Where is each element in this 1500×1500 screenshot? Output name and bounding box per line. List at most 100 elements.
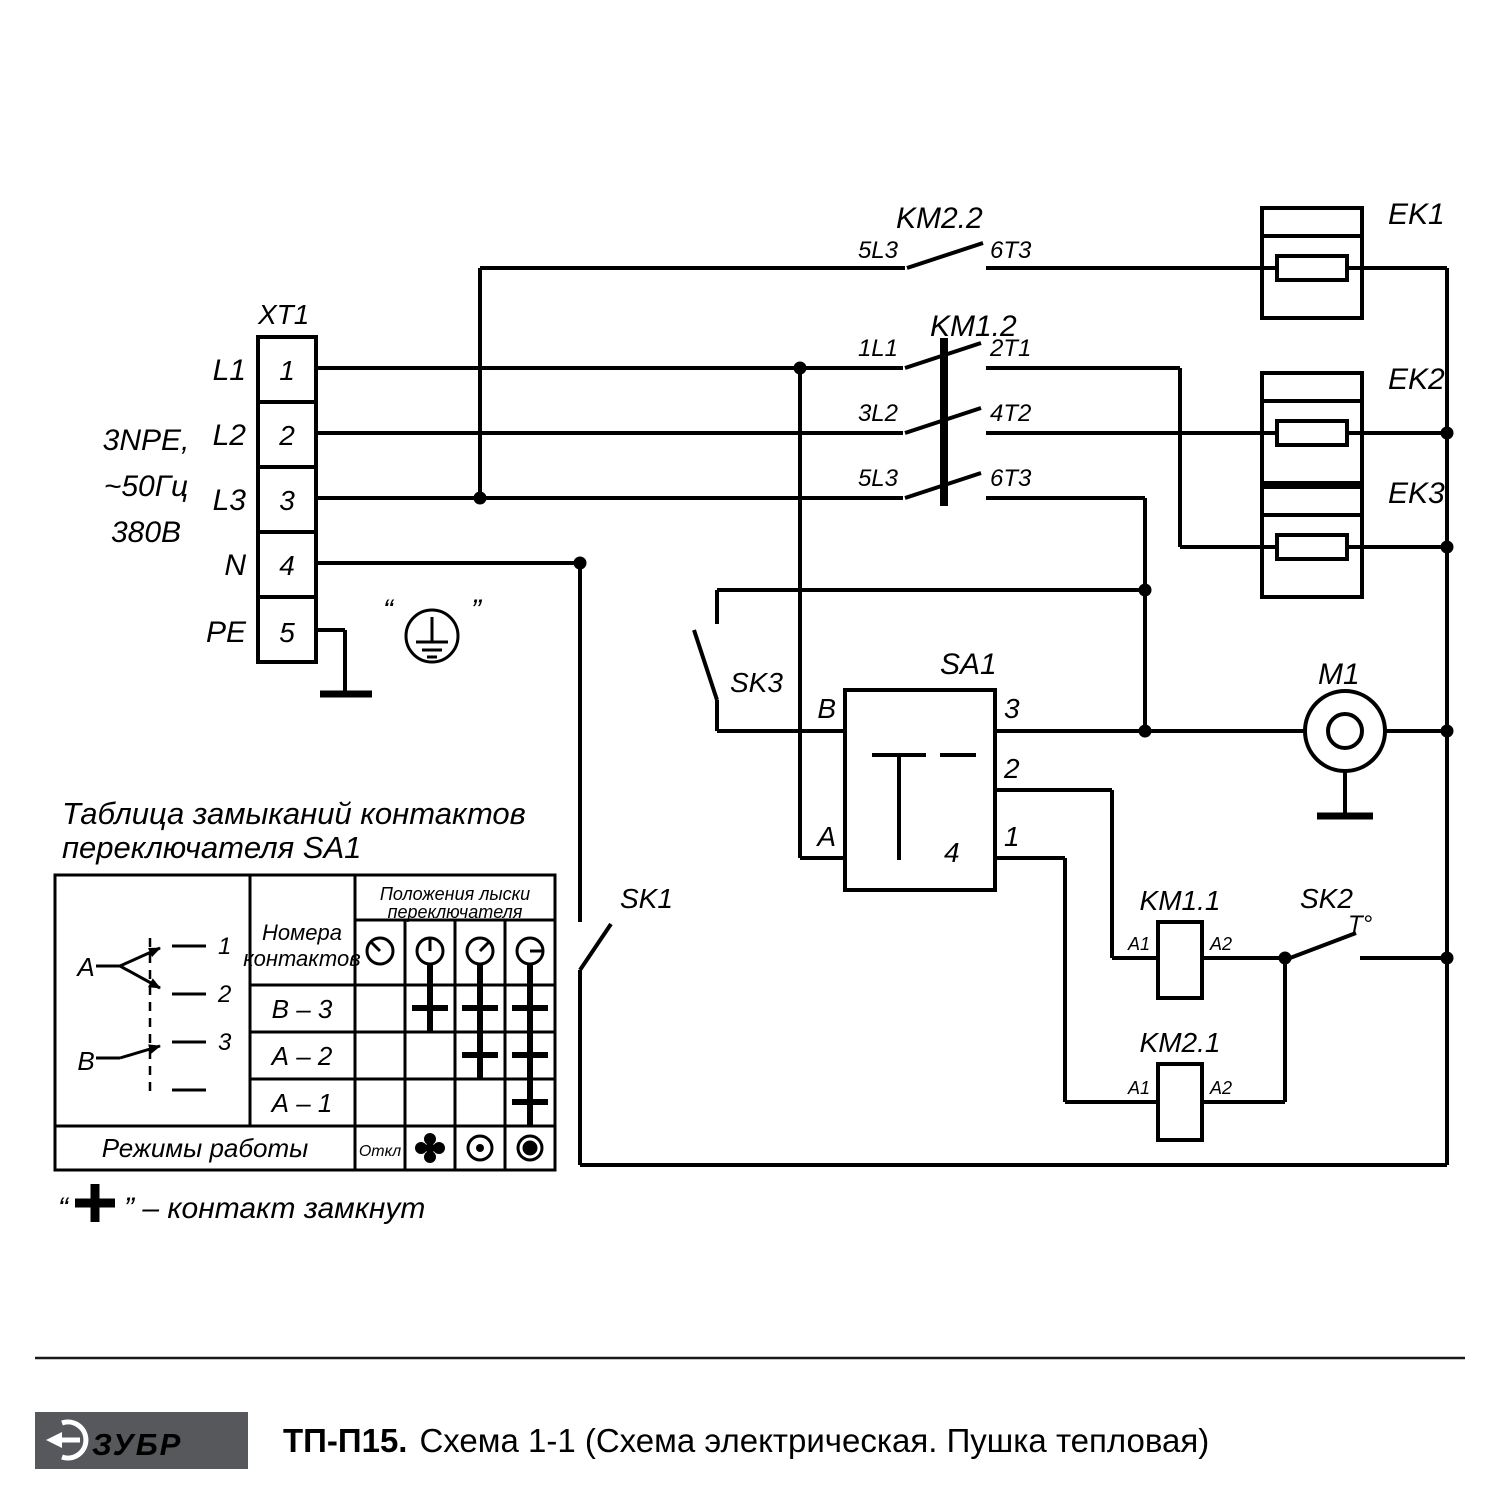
earth-quote-right: ” <box>471 594 483 627</box>
supply-line-2: ~50Гц <box>104 470 188 503</box>
ek2-label: EK2 <box>1388 363 1445 396</box>
mode-heat1-icon <box>466 1134 494 1162</box>
junction-dot <box>1138 583 1152 597</box>
km22-terminal-5l3: 5L3 <box>858 237 899 264</box>
km12-terminal-3l2: 3L2 <box>858 400 898 427</box>
xt1-num-4: 4 <box>279 550 295 581</box>
closed-mark-crossbars <box>412 1005 548 1105</box>
sa1-output-3: 3 <box>1004 693 1020 724</box>
xt1-num-1: 1 <box>279 355 295 386</box>
junction-dots <box>473 361 1454 965</box>
ek3-resistor <box>1275 533 1349 561</box>
ek1-resistor <box>1275 254 1349 282</box>
motor-m1: M1 <box>1303 658 1387 773</box>
doc-title: ТП-П15. Схема 1-1 (Схема электрическая. П… <box>283 1422 1209 1459</box>
coil-km11: KM1.1 A1 A2 <box>1127 885 1232 1000</box>
sw-contact-3-label: 3 <box>218 1029 232 1056</box>
sa1-output-1: 1 <box>1004 821 1020 852</box>
row-label-pe: PE <box>206 616 247 649</box>
sk2-blade <box>1289 931 1357 960</box>
coil-km21: KM2.1 A1 A2 <box>1127 1027 1232 1142</box>
m1-outer-circle <box>1303 689 1387 773</box>
table-title-line1: Таблица замыканий контактов <box>62 796 526 831</box>
junction-dot <box>1440 724 1454 738</box>
wire-net-neutral-bus <box>316 266 1449 1167</box>
sk2-temperature-mark: T° <box>1348 911 1373 938</box>
ek2-resistor <box>1275 419 1349 447</box>
sa1-label: SA1 <box>940 648 997 681</box>
sa1-position-4: 4 <box>944 837 960 868</box>
row-label-l3: L3 <box>213 484 247 517</box>
sw-pole-a-label: A <box>75 952 94 982</box>
contact-row-b3: В – 3 <box>272 994 333 1024</box>
switch-sa1: SA1 B A 3 2 1 4 <box>815 648 1020 892</box>
km12-terminal-5l3: 5L3 <box>858 465 899 492</box>
sa1-input-a: A <box>815 821 836 852</box>
km11-terminal-a1: A1 <box>1127 934 1150 954</box>
note-open-quote: “ <box>58 1192 70 1225</box>
junction-dot <box>1440 540 1454 554</box>
sw-contact-1-label: 1 <box>218 933 231 960</box>
m1-label: M1 <box>1318 658 1360 691</box>
mode-off-label: Откл <box>359 1143 401 1160</box>
junction-dot <box>473 491 487 505</box>
xt1-terminal-block: XT1 1 2 3 4 5 L1 L2 L3 N PE 3NPE, ~50Гц … <box>103 299 318 664</box>
doc-title-code: ТП-П15. <box>283 1422 407 1459</box>
xt1-num-5: 5 <box>279 617 295 648</box>
sw-pole-leads <box>96 964 120 1060</box>
wire-net-l3 <box>316 266 905 500</box>
mode-heat2-icon <box>516 1134 544 1162</box>
km12-terminal-2t1: 2T1 <box>989 335 1031 362</box>
zubr-logo-text: ЗУБР <box>92 1427 182 1462</box>
doc-title-description: Схема 1-1 (Схема электрическая. Пушка те… <box>419 1422 1209 1459</box>
sk2-label: SK2 <box>1300 883 1353 914</box>
sa1-cam-symbol <box>872 753 976 860</box>
position-icon-off <box>365 936 395 966</box>
ground-bars <box>320 690 1373 820</box>
contacts-header-line1: Номера <box>262 920 342 945</box>
km21-coil-box <box>1156 1062 1204 1142</box>
mode-fan-icon <box>415 1133 445 1163</box>
heater-ek2: EK2 <box>1260 363 1445 485</box>
m1-inner-circle <box>1326 712 1364 750</box>
km22-contact: KM2.2 5L3 6T3 <box>858 202 1032 264</box>
ek3-internal-leads <box>1262 513 1362 549</box>
sw-blade-a-to-1 <box>119 946 161 968</box>
heater-ek3: EK3 <box>1260 477 1445 599</box>
km21-label: KM2.1 <box>1140 1027 1221 1058</box>
sw-pole-b-label: B <box>77 1046 94 1076</box>
sa1-contact-table: Таблица замыканий контактов переключател… <box>53 796 557 1225</box>
km11-coil-box <box>1156 920 1204 1000</box>
junction-dot <box>1440 426 1454 440</box>
positions-header-line1: Положения лыски <box>380 884 530 904</box>
junction-dot <box>1138 724 1152 738</box>
xt1-row-dividers <box>258 400 316 599</box>
xt1-num-2: 2 <box>278 420 295 451</box>
wiring <box>316 266 1449 1167</box>
earth-glyph <box>416 617 448 659</box>
contact-row-a1: А – 1 <box>270 1088 333 1118</box>
modes-row-label: Режимы работы <box>102 1133 309 1163</box>
km21-terminal-a1: A1 <box>1127 1078 1150 1098</box>
table-switch-diagram: A B 1 2 3 <box>75 933 232 1098</box>
sk3-blade <box>692 629 719 701</box>
table-outline <box>53 873 557 1172</box>
km22-blade <box>906 241 984 270</box>
earth-symbol: “ ” <box>383 594 483 664</box>
sk1-blade <box>578 922 613 972</box>
table-title-line2: переключателя SA1 <box>62 830 361 865</box>
wire-km21-to-sk2 <box>1202 958 1287 1104</box>
ek1-internal-leads <box>1262 234 1362 270</box>
wire-net-l1 <box>316 366 903 860</box>
junction-dot <box>573 556 587 570</box>
sk1-label: SK1 <box>620 883 673 914</box>
contact-row-a2: А – 2 <box>270 1041 333 1071</box>
wire-net-pe <box>316 628 347 692</box>
row-label-l1: L1 <box>213 354 246 387</box>
wire-sk3-to-b <box>715 590 845 733</box>
wire-sa1-2-to-km11 <box>995 788 1158 960</box>
switch-blades <box>578 241 1357 972</box>
positions-header-line2: переключателя <box>388 902 523 922</box>
junction-dot <box>1440 951 1454 965</box>
